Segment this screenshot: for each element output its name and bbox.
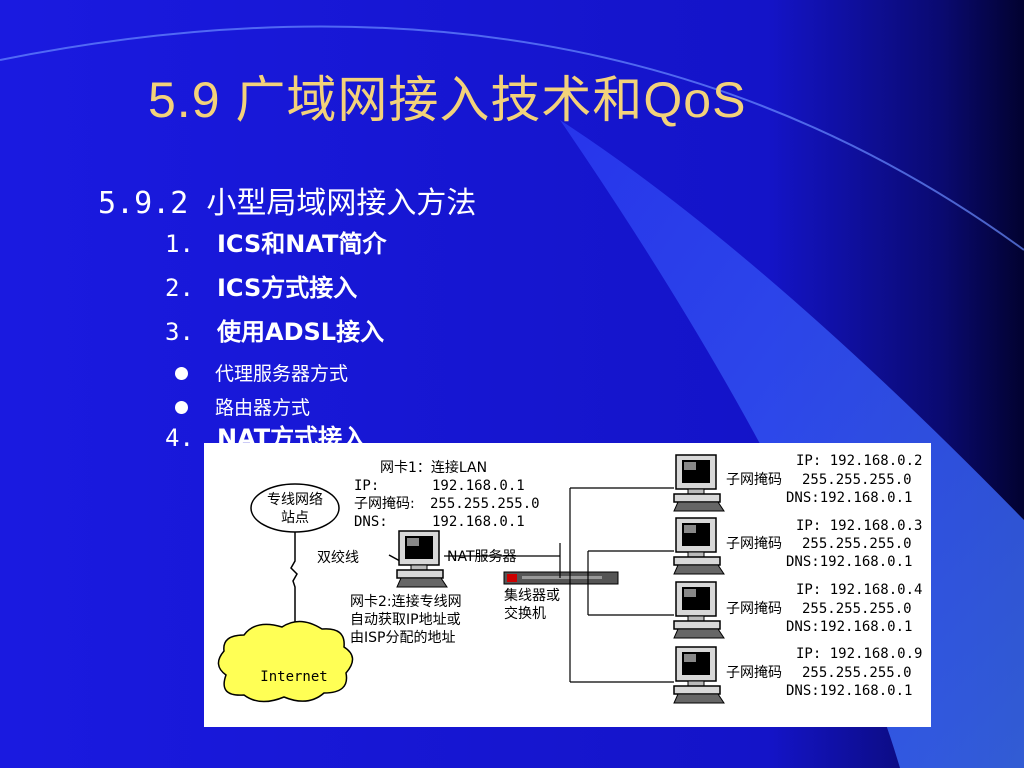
client-ip: IP: 192.168.0.9 <box>796 646 922 662</box>
hub-label: 集线器或 <box>504 587 560 604</box>
list-number: 1. <box>165 230 194 258</box>
client-computer-icon <box>673 454 725 512</box>
station-label: 专线网络 <box>267 492 323 508</box>
client-dns: DNS:192.168.0.1 <box>786 490 912 506</box>
list-item: 1. ICS和NAT简介 <box>165 224 386 259</box>
client-dns: DNS:192.168.0.1 <box>786 554 912 570</box>
list-item-text: ICS方式接入 <box>217 274 358 302</box>
list-item: 3. 使用ADSL接入 <box>165 312 384 347</box>
client-config: IP: 192.168.0.4 子网掩码 255.255.255.0 DNS:1… <box>726 582 922 635</box>
client-mask-label: 子网掩码 <box>726 472 782 488</box>
nic1-dns: 192.168.0.1 <box>432 514 525 530</box>
client-mask: 255.255.255.0 <box>802 665 912 681</box>
client-mask: 255.255.255.0 <box>802 536 912 552</box>
section-subtitle: 5.9.2 小型局域网接入方法 <box>98 186 477 221</box>
bullet-item: 代理服务器方式 <box>175 359 348 386</box>
bullet-item: 路由器方式 <box>175 393 310 420</box>
nic2-line: 自动获取IP地址或 <box>350 612 461 628</box>
nic2-line: 网卡2:连接专线网 <box>350 593 462 610</box>
nic2-config: 网卡2:连接专线网 自动获取IP地址或 由ISP分配的地址 <box>350 593 462 646</box>
bullet-dot-icon <box>175 367 188 380</box>
client-computer-icon <box>673 517 725 575</box>
list-number: 4. <box>165 424 194 452</box>
nic2-line: 由ISP分配的地址 <box>350 630 455 646</box>
nic1-config: 网卡1：连接LAN IP: 192.168.0.1 子网掩码: 255.255.… <box>354 459 540 530</box>
nic1-dns-label: DNS: <box>354 514 388 530</box>
nic1-title: 网卡1：连接LAN <box>380 459 487 476</box>
nic1-ip-label: IP: <box>354 478 379 494</box>
internet-cloud: Internet <box>217 620 354 703</box>
nic1-mask-label: 子网掩码: <box>354 496 415 512</box>
hub-label: 交换机 <box>504 605 546 622</box>
connector-line <box>388 554 401 562</box>
nat-server-computer-icon <box>396 530 448 588</box>
list-number: 3. <box>165 318 194 346</box>
client-dns: DNS:192.168.0.1 <box>786 619 912 635</box>
bullet-dot-icon <box>175 401 188 414</box>
twisted-pair-line <box>290 532 298 631</box>
bullet-text: 路由器方式 <box>215 397 311 419</box>
client-computer-icon <box>673 646 725 704</box>
nic1-mask: 255.255.255.0 <box>430 496 540 512</box>
client-mask-label: 子网掩码 <box>726 601 782 617</box>
internet-label: Internet <box>260 669 327 685</box>
network-diagram: 专线网络 站点 双绞线 Internet 网卡1：连接LAN IP: 192.1… <box>204 443 931 727</box>
bullet-text: 代理服务器方式 <box>215 363 349 385</box>
client-mask: 255.255.255.0 <box>802 601 912 617</box>
twisted-pair-label: 双绞线 <box>317 549 359 566</box>
client-ip: IP: 192.168.0.3 <box>796 518 922 534</box>
list-item-text: 使用ADSL接入 <box>217 318 385 346</box>
client-ip: IP: 192.168.0.4 <box>796 582 922 598</box>
nat-server-label: NAT服务器 <box>447 549 517 565</box>
list-number: 2. <box>165 274 194 302</box>
client-mask-label: 子网掩码 <box>726 665 782 681</box>
client-config: IP: 192.168.0.3 子网掩码 255.255.255.0 DNS:1… <box>726 518 922 570</box>
list-item-text: ICS和NAT简介 <box>217 230 387 258</box>
station-label: 站点 <box>281 510 309 526</box>
client-ip: IP: 192.168.0.2 <box>796 453 922 469</box>
client-mask-label: 子网掩码 <box>726 536 782 552</box>
client-computer-icon <box>673 581 725 639</box>
list-item: 2. ICS方式接入 <box>165 268 357 303</box>
client-config: IP: 192.168.0.2 子网掩码 255.255.255.0 DNS:1… <box>726 453 922 506</box>
nic1-ip: 192.168.0.1 <box>432 478 525 494</box>
hub-switch-icon <box>503 571 619 585</box>
dedicated-station-cloud: 专线网络 站点 <box>250 483 340 533</box>
client-config: IP: 192.168.0.9 子网掩码 255.255.255.0 DNS:1… <box>726 646 922 699</box>
client-dns: DNS:192.168.0.1 <box>786 683 912 699</box>
client-mask: 255.255.255.0 <box>802 472 912 488</box>
slide-title: 5.9 广域网接入技术和QoS <box>148 72 747 128</box>
